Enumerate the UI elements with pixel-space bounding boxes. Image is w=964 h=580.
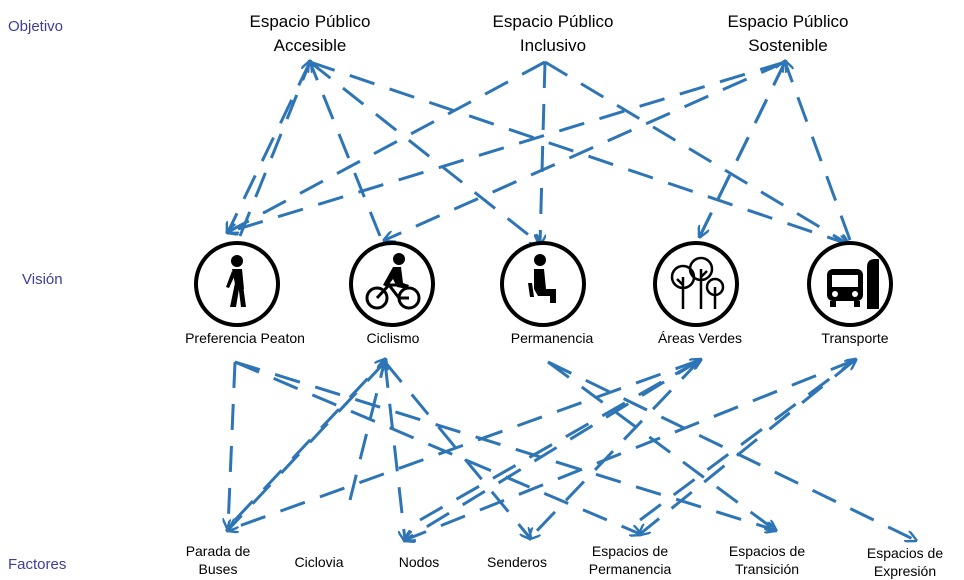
seated-person-icon: [500, 241, 586, 327]
cyclist-icon: [349, 241, 435, 327]
objective-arrow-7: [228, 60, 786, 232]
factor-arrow-17: [639, 360, 855, 522]
factor-arrow-8: [547, 360, 915, 540]
factor-arrow-4: [383, 361, 405, 540]
objective-sostenible: Espacio Público Sostenible: [698, 10, 878, 58]
objective-arrow-10: [238, 62, 310, 237]
factor-line1: Parada de: [185, 543, 251, 559]
factor-line1: Espacios de: [728, 543, 806, 559]
objective-arrow-5: [540, 61, 547, 244]
factor-arrow-2: [234, 360, 640, 534]
objective-arrow-6: [544, 60, 848, 244]
factor-line2: Permanencia: [588, 561, 672, 577]
factor-arrow-9: [405, 358, 701, 540]
objective-line1: Espacio Público: [492, 12, 614, 31]
factor-espacios-de-permanencia: Espacios de Permanencia: [575, 542, 685, 578]
vision-label-permanencia: Permanencia: [510, 330, 594, 346]
factor-espacios-de-transicion: Espacios de Transición: [712, 542, 822, 578]
factor-line1: Nodos: [398, 554, 440, 570]
objective-arrow-11: [310, 62, 382, 237]
factor-line1: Espacios de: [866, 545, 944, 561]
factor-arrow-3: [234, 360, 775, 530]
objective-line2: Sostenible: [748, 36, 828, 55]
objective-arrow-8: [385, 60, 786, 240]
trees-icon: [653, 241, 739, 327]
objective-arrow-2: [309, 60, 540, 244]
factor-nodos: Nodos: [364, 553, 474, 571]
factor-line1: Senderos: [487, 554, 547, 570]
objective-arrow-3: [309, 60, 848, 244]
factor-arrow-16: [419, 360, 700, 522]
objective-line1: Espacio Público: [727, 12, 849, 31]
objective-arrow-1: [228, 61, 312, 232]
factor-arrow-6: [228, 360, 387, 530]
vision-label-preferencia-peaton: Preferencia Peaton: [185, 330, 305, 346]
row-label-objetivo: Objetivo: [8, 18, 64, 35]
factor-line2: Buses: [198, 561, 238, 577]
row-label-factores: Factores: [8, 556, 67, 573]
factor-line2: Transición: [734, 561, 800, 577]
factor-arrow-5: [383, 361, 530, 538]
factor-arrow-1: [228, 361, 237, 528]
factor-senderos: Senderos: [462, 553, 572, 571]
objective-arrow-4: [228, 60, 546, 232]
factor-arrow-14: [233, 360, 385, 522]
factor-arrow-15: [348, 360, 385, 501]
factor-arrow-13: [640, 358, 856, 534]
objective-line2: Accesible: [273, 36, 347, 55]
objective-arrow-13: [785, 62, 852, 241]
factor-line1: Ciclovia: [294, 554, 344, 570]
bus-stop-icon: [807, 241, 893, 327]
objective-accesible: Espacio Público Accesible: [220, 10, 400, 58]
factor-parada-de-buses: Parada de Buses: [163, 542, 273, 578]
factor-line2: Expresión: [873, 563, 937, 579]
factor-arrow-7: [547, 360, 775, 530]
factor-espacios-de-expresion: Espacios de Expresión: [850, 544, 960, 580]
objective-arrow-12: [698, 62, 785, 237]
vision-label-areas-verdes: Áreas Verdes: [657, 330, 743, 346]
vision-label-ciclismo: Ciclismo: [366, 330, 420, 346]
factor-line1: Espacios de: [591, 543, 669, 559]
factor-ciclovia: Ciclovia: [264, 553, 374, 571]
row-label-vision: Visión: [22, 271, 63, 288]
objective-inclusivo: Espacio Público Inclusivo: [463, 10, 643, 58]
objective-line1: Espacio Público: [249, 12, 371, 31]
vision-label-transporte: Transporte: [821, 330, 889, 346]
pedestrian-icon: [194, 241, 280, 327]
factor-vision-arrows: [228, 360, 915, 540]
factor-arrow-12: [405, 358, 856, 540]
objective-line2: Inclusivo: [519, 36, 587, 55]
objective-vision-arrows: [228, 62, 850, 244]
